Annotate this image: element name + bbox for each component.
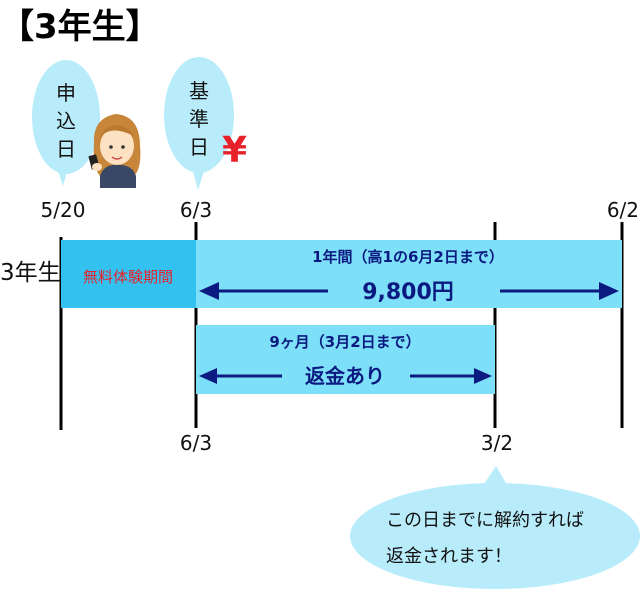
refund-label: 返金あり [305,364,385,388]
arrow-right-icon [474,368,492,384]
note-line-1: この日までに解約すれば [386,510,584,531]
woman-with-phone-illustration [88,114,141,188]
year-period-title: 1年間（高1の6月2日まで） [312,248,504,266]
arrow-left-icon [199,368,217,384]
note-line-2: 返金されます！ [386,546,512,567]
page-title: 【3年生】 [0,7,160,47]
bubble-char-1: 申 [56,81,76,105]
yen-icon: ¥ [222,130,247,171]
bubble-char-2: 込 [56,109,76,133]
bubble-char-1: 基 [189,79,209,103]
refund-period-bar [196,325,495,394]
refund-period-title: 9ヶ月（3月2日まで） [269,333,420,351]
date-refund-end: 3/2 [481,431,513,455]
year-period-bar [196,240,622,308]
trial-period-bar [61,240,196,308]
bubble-char-3: 日 [189,135,209,159]
date-start: 5/20 [41,198,86,222]
bubble-char-3: 日 [56,137,76,161]
reference-date-bubble: 基 準 日 [164,57,234,190]
arrow-left-icon [199,282,219,300]
application-date-bubble: 申 込 日 [32,60,100,186]
trial-label: 無料体験期間 [83,268,173,286]
date-reference: 6/3 [180,198,212,222]
bubble-char-2: 準 [189,107,209,131]
date-reference-bottom: 6/3 [180,431,212,455]
arrow-right-icon [599,282,619,300]
date-end: 6/2 [607,198,639,222]
year-price: 9,800円 [362,280,454,305]
refund-note-bubble: この日までに解約すれば 返金されます！ [350,466,640,589]
row-label: 3年生 [0,260,61,286]
